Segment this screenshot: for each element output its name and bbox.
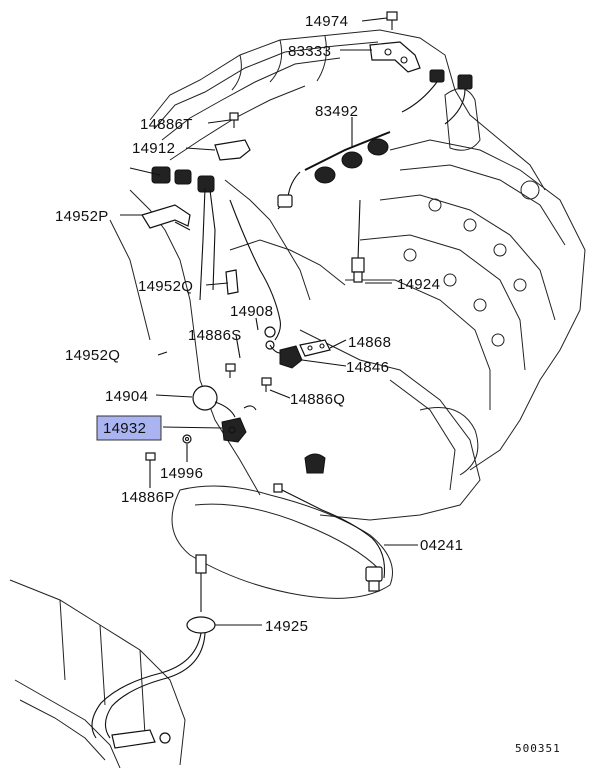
sensor-connectors-left	[129, 166, 216, 301]
sensor-14846	[269, 344, 303, 369]
callout-14868[interactable]: 14868	[348, 334, 391, 351]
drawing-number: 500351	[515, 742, 561, 755]
bolt-14886P	[145, 452, 156, 468]
callout-04241[interactable]: 04241	[420, 537, 463, 554]
callout-14886T[interactable]: 14886T	[140, 116, 193, 133]
callout-14924[interactable]: 14924	[397, 276, 440, 293]
callout-labels: 14974 83333 83492 14886T 14912 14952P 14…	[55, 13, 463, 635]
callout-83492[interactable]: 83492	[315, 103, 358, 120]
callout-14932[interactable]: 14932	[103, 420, 146, 437]
bracket-83333	[369, 41, 421, 73]
oxygen-sensor-14925	[91, 554, 216, 749]
sensor-14924	[351, 199, 365, 283]
harness-connector-top	[401, 69, 473, 125]
oring-14996	[182, 434, 192, 444]
callout-14908[interactable]: 14908	[230, 303, 273, 320]
callout-14952P[interactable]: 14952P	[55, 208, 109, 225]
oxygen-sensor-04241	[273, 453, 386, 592]
callout-14846[interactable]: 14846	[346, 359, 389, 376]
callout-14904[interactable]: 14904	[105, 388, 148, 405]
bolt-14886T	[229, 112, 239, 128]
callout-14925[interactable]: 14925	[265, 618, 308, 635]
callout-14952Q-top[interactable]: 14952Q	[138, 278, 193, 295]
callout-14996[interactable]: 14996	[160, 465, 203, 482]
callout-83333[interactable]: 83333	[288, 43, 331, 60]
sensor-14904	[192, 385, 236, 418]
sensor-14932	[221, 405, 257, 443]
leader-lines	[120, 17, 418, 626]
clamp-14952P	[141, 204, 191, 231]
bracket-14868	[299, 339, 331, 357]
parts-artwork	[91, 11, 473, 749]
bolt-14886S	[225, 363, 236, 378]
bracket-14912	[214, 139, 251, 161]
bolt-14886Q	[261, 377, 272, 392]
bolt-14974	[386, 11, 398, 30]
ignition-coil-83492	[277, 131, 391, 210]
callout-14974[interactable]: 14974	[305, 13, 348, 30]
highlight-box	[96, 415, 162, 441]
clamp-14952Q-top	[225, 269, 239, 295]
callout-14932-highlight[interactable]: 14932	[96, 415, 162, 441]
callout-14912[interactable]: 14912	[132, 140, 175, 157]
callout-14886P[interactable]: 14886P	[121, 489, 175, 506]
callout-14952Q-left[interactable]: 14952Q	[65, 347, 120, 364]
callout-14886S[interactable]: 14886S	[188, 327, 242, 344]
callout-14886Q[interactable]: 14886Q	[290, 391, 345, 408]
